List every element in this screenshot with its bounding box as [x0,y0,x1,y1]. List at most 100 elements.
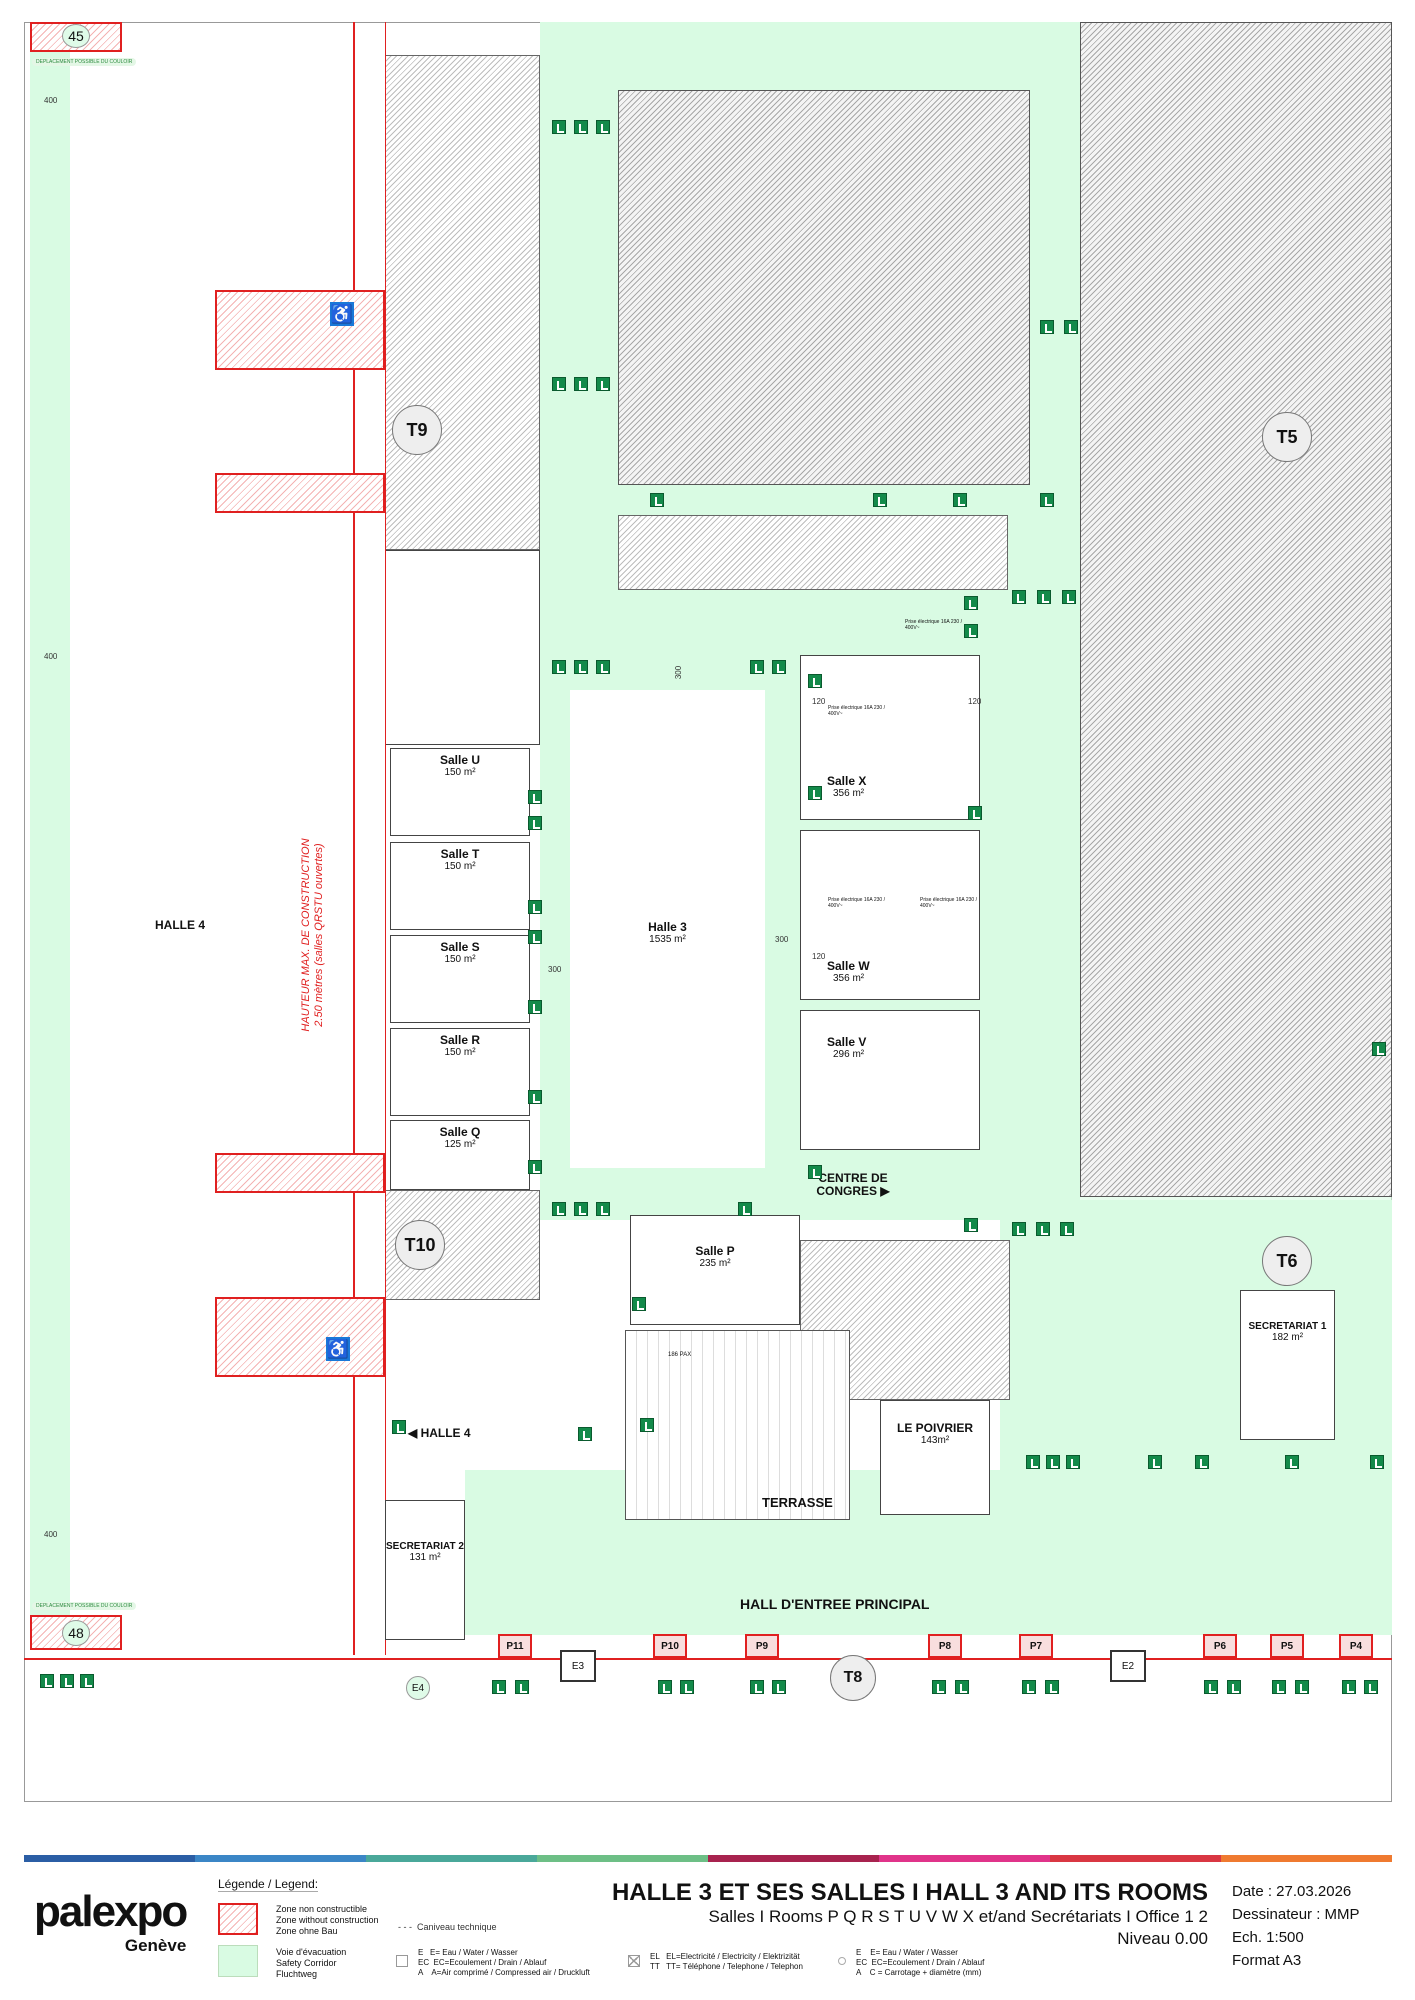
pax-label: 186 PAX [668,1352,692,1358]
marker-t5: T5 [1262,412,1312,462]
emergency-exit-sign [515,1680,529,1694]
emergency-exit-sign [808,674,822,688]
legend-caniveau: - - - Caniveau technique [398,1922,497,1932]
entrance-p4: P4 [1339,1634,1373,1658]
emergency-exit-sign [772,660,786,674]
emergency-exit-sign [528,1090,542,1104]
emergency-exit-sign [964,624,978,638]
emergency-exit-sign [1295,1680,1309,1694]
emergency-exit-sign [574,1202,588,1216]
emergency-exit-sign [596,120,610,134]
emergency-exit-sign [528,1000,542,1014]
power-outlet-note: Prise électrique 16A 230 / 400V~ [905,619,962,631]
entrance-p10: P10 [653,1634,687,1658]
emergency-exit-sign [578,1427,592,1441]
emergency-exit-sign [528,930,542,944]
dim-300-a: 300 [674,665,684,680]
room-name: Salle X [827,774,867,788]
emergency-exit-sign [1040,320,1054,334]
building-zone-west [385,55,540,550]
legend-line: Caniveau technique [417,1922,497,1932]
accessible-icon: ♿ [330,302,354,326]
building-zone-east [1080,22,1392,1197]
room-name: SECRETARIAT 1 [1248,1321,1327,1332]
terrasse-label: TERRASSE [762,1495,833,1510]
emergency-exit-sign [1370,1455,1384,1469]
legend-line: Zone ohne Bau [276,1926,338,1936]
room-area: 356 m² [833,788,865,799]
info-drawer: Dessinateur : MMP [1232,1906,1360,1923]
emergency-exit-sign [596,377,610,391]
emergency-exit-sign [392,1420,406,1434]
legend-corridor-swatch [218,1945,258,1977]
legend-line: E E= Eau / Water / Wasser [856,1948,958,1957]
emergency-exit-sign [808,786,822,800]
dim-300-c: 300 [775,935,789,944]
entrance-p6: P6 [1203,1634,1237,1658]
legend-line: Safety Corridor [276,1958,337,1968]
height-note-line2: 2.50 mètres (salles QRSTU ouvertes) [313,843,325,1027]
legend-core-swatch [838,1957,846,1965]
emergency-exit-sign [658,1680,672,1694]
dim-300-b: 300 [548,965,562,974]
emergency-exit-sign [1012,1222,1026,1236]
info-block: Date : 27.03.2026 Dessinateur : MMP Ech.… [1232,1880,1360,1972]
legend-line: EC EC=Ecoulement / Drain / Ablauf [418,1958,547,1967]
power-outlet-note: Prise électrique 16A 230 / 400V~ [828,897,885,909]
emergency-exit-sign [528,816,542,830]
marker-45: 45 [62,24,90,48]
emergency-exit-sign [60,1674,74,1688]
emergency-exit-sign [596,660,610,674]
centre-congres-label: CENTRE DE CONGRES ▶ [816,1171,890,1198]
halle4-link[interactable]: ◀ HALLE 4 [408,1426,471,1440]
emergency-exit-sign [492,1680,506,1694]
room-area: 150 m² [444,954,476,965]
room-area: 150 m² [444,861,476,872]
entrance-p9: P9 [745,1634,779,1658]
brand-logo: palexpo Genève [34,1890,188,1956]
room-name: Salle Q [439,1125,481,1139]
no-build-zone-4 [215,1297,385,1377]
emergency-exit-sign [1364,1680,1378,1694]
emergency-exit-sign [750,1680,764,1694]
room-name: Salle S [440,940,480,954]
emergency-exit-sign [1195,1455,1209,1469]
facade-line [24,1658,1392,1660]
no-build-zone-1 [215,290,385,370]
marker-t10: T10 [395,1220,445,1270]
room-area: 131 m² [409,1552,441,1563]
emergency-exit-sign [574,660,588,674]
no-build-zone-2 [215,473,385,513]
emergency-exit-sign [596,1202,610,1216]
info-scale: Ech. 1:500 [1232,1929,1304,1946]
dim-400-b: 400 [44,652,58,661]
emergency-exit-sign [1045,1680,1059,1694]
entrance-p7: P7 [1019,1634,1053,1658]
legend-line: Zone without construction [276,1915,379,1925]
room-name: Salle P [695,1244,735,1258]
height-note-line1: HAUTEUR MAX. DE CONSTRUCTION [300,838,312,1032]
legend-elec-text: EL EL=Electricité / Electricity / Elektr… [650,1952,803,1972]
emergency-exit-sign [1342,1680,1356,1694]
halle4-link-text: HALLE 4 [420,1426,471,1440]
marker-t8: T8 [830,1655,876,1701]
room-area: 356 m² [833,973,865,984]
dim-120: 120 [812,697,826,706]
stairs-block [385,550,540,745]
emergency-exit-sign [528,900,542,914]
legend-line: A A=Air comprimé / Compressed air / Druc… [418,1968,590,1977]
